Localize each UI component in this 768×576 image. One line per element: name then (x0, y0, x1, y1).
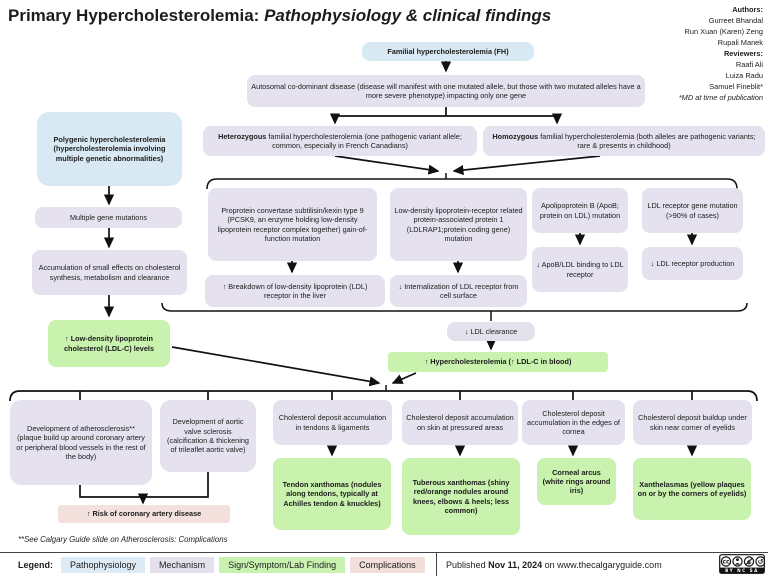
node-tuberous-xanthomas: Tuberous xanthomas (shiny red/orange nod… (402, 458, 520, 535)
node-cholesterol-cornea: Cholesterol deposit accumulation in the … (522, 400, 625, 445)
page-title: Primary Hypercholesterolemia: Pathophysi… (8, 6, 551, 26)
credits-block: Authors: Gurreet Bhandal Run Xuan (Karen… (613, 4, 763, 103)
svg-text:BY NC SA: BY NC SA (725, 568, 759, 573)
node-ldl-receptor-breakdown: ↑ Breakdown of low-density lipoprotein (… (205, 275, 385, 307)
md-note: *MD at time of publication (678, 93, 763, 102)
node-pcsk9-mutation: Proprotein convertase subtilisin/kexin t… (208, 188, 377, 261)
node-ldl-receptor-gene-mutation: LDL receptor gene mutation (>90% of case… (642, 188, 743, 233)
node-homozygous-fh: Homozygous familial hypercholesterolemia… (483, 126, 765, 156)
title-subtitle: Pathophysiology & clinical findings (264, 6, 552, 25)
reviewer-name: Raafi Ali (735, 60, 763, 69)
node-hypercholesterolemia: ↑ Hypercholesterolemia (↑ LDL-C in blood… (388, 352, 608, 372)
legend-sign-symptom: Sign/Symptom/Lab Finding (219, 556, 346, 573)
node-heterozygous-fh: Heterozygous familial hypercholesterolem… (203, 126, 477, 156)
authors-label: Authors: (732, 5, 763, 14)
legend-bar: Legend: Pathophysiology Mechanism Sign/S… (0, 552, 768, 576)
node-ldl-clearance: ↓ LDL clearance (447, 322, 535, 341)
reviewer-name: Luiza Radu (725, 71, 763, 80)
legend-label: Legend: (18, 559, 53, 570)
node-apob-ldl-binding: ↓ ApoB/LDL binding to LDL receptor (532, 247, 628, 292)
author-name: Gurreet Bhandal (708, 16, 763, 25)
author-name: Run Xuan (Karen) Zeng (684, 27, 763, 36)
author-name: Rupali Manek (717, 38, 763, 47)
published-line: Published Nov 11, 2024 on www.thecalgary… (446, 559, 662, 570)
footnote: **See Calgary Guide slide on Atheroscler… (18, 535, 228, 544)
node-xanthelasmas: Xanthelasmas (yellow plaques on or by th… (633, 458, 751, 520)
node-corneal-arcus: Corneal arcus (white rings around iris) (537, 458, 616, 505)
node-aortic-valve-sclerosis: Development of aortic valve sclerosis (c… (160, 400, 256, 472)
node-autosomal-codominant: Autosomal co-dominant disease (disease w… (247, 75, 645, 107)
node-ldl-receptor-production: ↓ LDL receptor production (642, 247, 743, 280)
title-main: Primary Hypercholesterolemia: (8, 6, 260, 25)
node-cholesterol-tendons: Cholesterol deposit accumulation in tend… (273, 400, 392, 445)
reviewers-label: Reviewers: (723, 49, 763, 58)
node-ldlrap1-mutation: Low-density lipoprotein-receptor related… (390, 188, 527, 261)
legend-pathophysiology: Pathophysiology (61, 556, 146, 573)
node-cholesterol-skin: Cholesterol deposit accumulation on skin… (402, 400, 518, 445)
reviewer-name: Samuel Fineblit* (709, 82, 763, 91)
svg-text:↺: ↺ (758, 558, 764, 566)
legend-divider (435, 552, 438, 576)
node-tendon-xanthomas: Tendon xanthomas (nodules along tendons,… (273, 458, 391, 530)
node-ldl-internalization: ↓ Internalization of LDL receptor from c… (390, 275, 527, 307)
node-cad-risk: ↑ Risk of coronary artery disease (58, 505, 230, 523)
node-multiple-gene-mutations: Multiple gene mutations (35, 207, 182, 228)
svg-text:cc: cc (722, 559, 730, 566)
node-familial-hypercholesterolemia: Familial hypercholesterolemia (FH) (362, 42, 534, 61)
node-ldl-c-levels: ↑ Low-density lipoprotein cholesterol (L… (48, 320, 170, 367)
node-cholesterol-eyelids: Cholesterol deposit buildup under skin n… (633, 400, 752, 445)
legend-complications: Complications (350, 556, 425, 573)
legend-mechanism: Mechanism (150, 556, 215, 573)
node-apob-mutation: Apolipoprotein B (ApoB; protein on LDL) … (532, 188, 628, 233)
node-atherosclerosis: Development of atherosclerosis** (plaque… (10, 400, 152, 485)
node-accumulation-small-effects: Accumulation of small effects on cholest… (32, 250, 187, 295)
node-polygenic: Polygenic hypercholesterolemia (hypercho… (37, 112, 182, 186)
cc-by-nc-sa-icon: cc $ ↺ BY NC SA (719, 554, 765, 574)
